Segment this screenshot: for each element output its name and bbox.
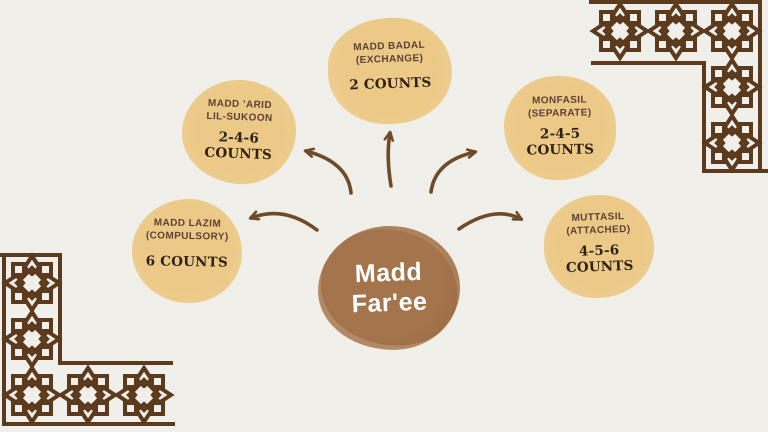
node-subtitle: (COMPULSORY)	[145, 230, 229, 243]
node-counts: 6 COUNTS	[145, 253, 228, 271]
node-monfasil: MONFASIL (SEPARATE) 2-4-5 COUNTS	[503, 75, 617, 181]
node-subtitle: (ATTACHED)	[566, 223, 631, 238]
arrow-left-icon	[248, 210, 319, 232]
node-subtitle: (EXCHANGE)	[355, 52, 424, 67]
arrow-right-icon	[457, 210, 524, 231]
node-counts: 4-5-6 COUNTS	[565, 242, 634, 277]
node-title: MADD LAZIM	[153, 217, 222, 230]
arrow-upper-right-icon	[429, 148, 478, 194]
center-label-line1: Madd	[354, 257, 423, 288]
center-label-line2: Far'ee	[351, 287, 428, 319]
node-subtitle: LIL-SUKOON	[206, 110, 273, 125]
node-subtitle: (SEPARATE)	[527, 107, 592, 120]
node-counts: 2 COUNTS	[349, 74, 432, 94]
corner-ornament-top-right	[591, 0, 768, 171]
node-title: MONFASIL	[531, 94, 588, 107]
node-counts: 2-4-6 COUNTS	[204, 129, 273, 164]
arrow-upper-left-icon	[303, 147, 353, 195]
arrow-up-icon	[383, 130, 395, 188]
node-counts: 2-4-5 COUNTS	[526, 125, 595, 159]
